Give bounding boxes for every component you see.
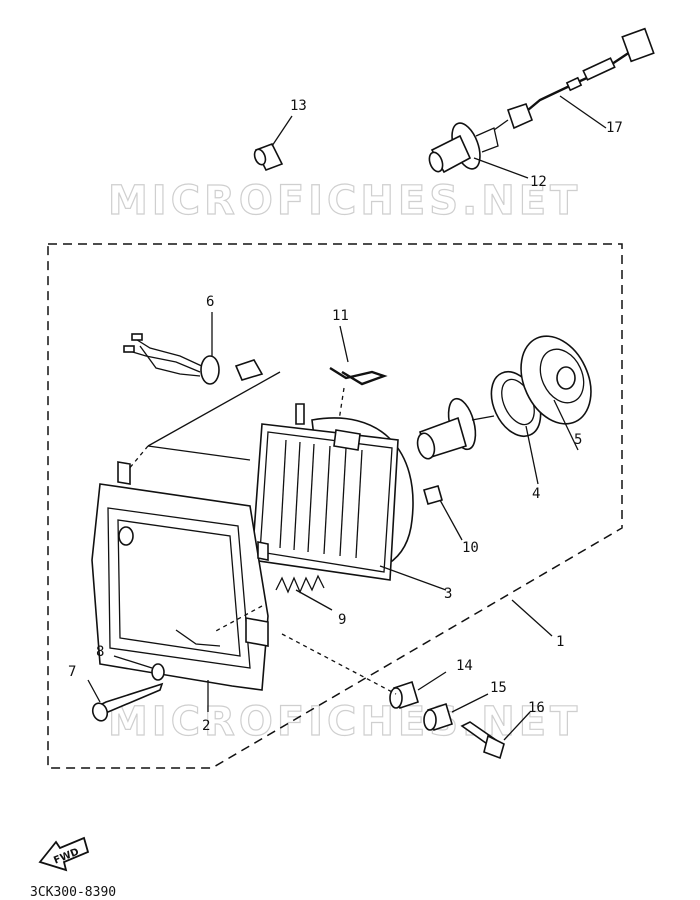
- drawing-code: 3CK300-8390: [30, 885, 116, 900]
- part-2-headlight-rim: [91, 445, 269, 712]
- leader-1: [511, 599, 553, 637]
- part-13-small-bulb: [253, 115, 293, 172]
- part-3-headlight-unit: [251, 403, 447, 591]
- assembly-bulb: [416, 397, 495, 460]
- part-7-screw: [87, 679, 164, 722]
- callout-11: 11: [332, 308, 349, 324]
- callout-14: 14: [456, 658, 473, 674]
- callout-3: 3: [444, 586, 452, 602]
- callout-15: 15: [490, 680, 507, 696]
- part-9-adjusting-spring: [213, 574, 333, 633]
- callout-7: 7: [68, 664, 76, 680]
- callout-17: 17: [606, 120, 623, 136]
- callout-4: 4: [532, 486, 540, 502]
- part-6-bulb-socket: [123, 312, 281, 461]
- part-8-washer: [113, 655, 165, 681]
- part-5-dust-cover: [520, 335, 592, 451]
- part-17-wire-harness: [506, 27, 655, 130]
- callout-1: 1: [556, 634, 564, 650]
- watermark-bottom: MICROFICHES.NET: [108, 699, 581, 745]
- part-14-grommet: [281, 633, 447, 710]
- callout-2: 2: [202, 718, 210, 734]
- watermark-top: MICROFICHES.NET: [108, 178, 581, 224]
- part-15-collar: [423, 693, 489, 732]
- callout-8: 8: [96, 644, 104, 660]
- callout-6: 6: [206, 294, 214, 310]
- callout-16: 16: [528, 700, 545, 716]
- callout-13: 13: [290, 98, 307, 114]
- callout-9: 9: [338, 612, 346, 628]
- fwd-arrow-icon: FWD: [38, 836, 90, 872]
- part-16-bolt: [460, 711, 531, 760]
- callout-12: 12: [530, 174, 547, 190]
- callout-5: 5: [574, 432, 582, 448]
- assembly-boundary: [47, 243, 623, 769]
- callout-10: 10: [462, 540, 479, 556]
- part-12-headlight-bulb: [428, 119, 529, 179]
- part-10-damper: [423, 485, 463, 541]
